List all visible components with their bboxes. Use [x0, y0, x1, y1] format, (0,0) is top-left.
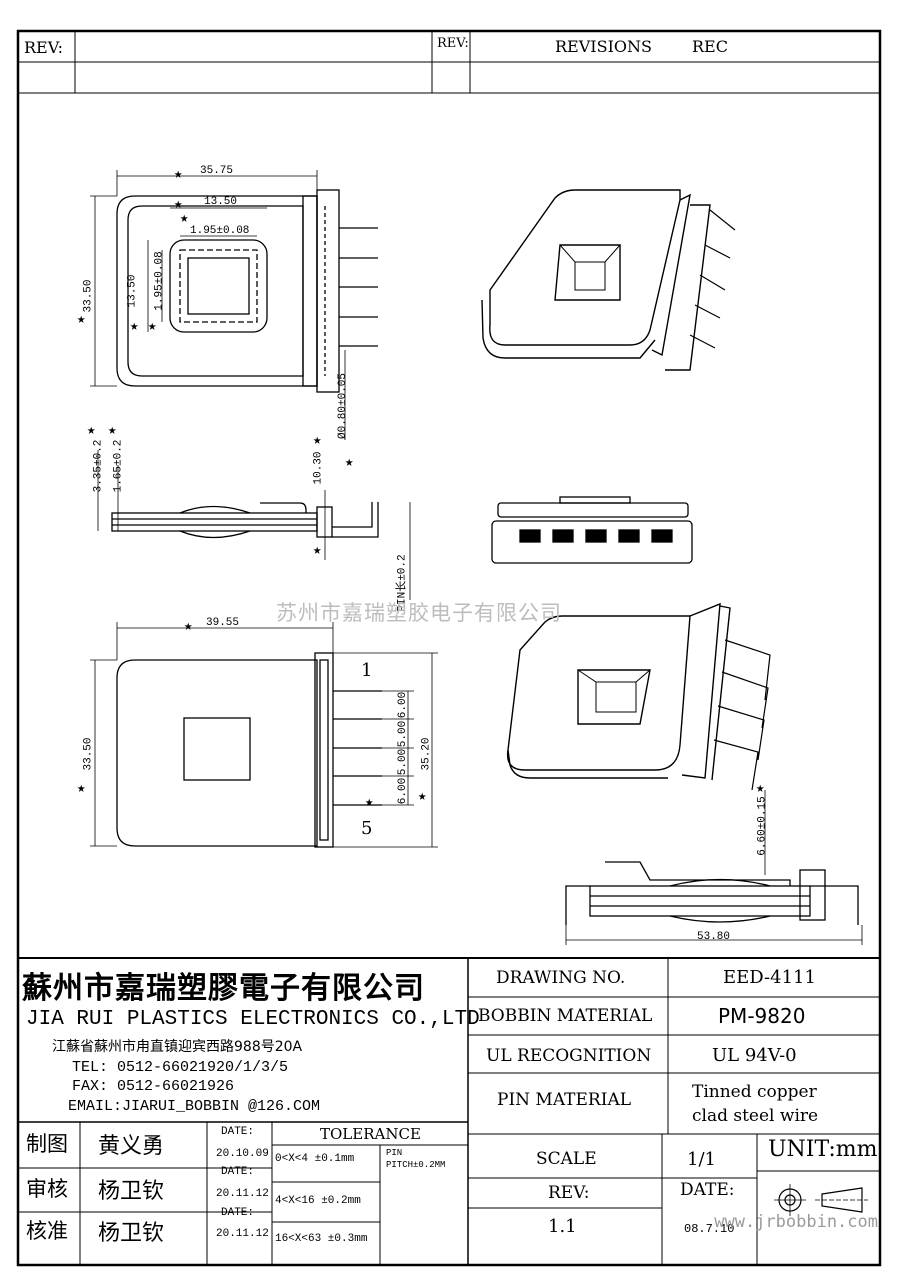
svg-text:★: ★	[345, 454, 354, 470]
dim-height-left: 33.50	[82, 279, 95, 313]
sig-role-approve: 核准	[26, 1219, 68, 1243]
svg-text:★: ★	[418, 788, 427, 804]
front-view	[565, 790, 863, 945]
drawing-no-label: DRAWING NO.	[496, 968, 626, 988]
rev-label-right: REV:	[437, 36, 469, 51]
fax: FAX: 0512-66021926	[72, 1078, 235, 1095]
tel: TEL: 0512-66021920/1/3/5	[72, 1059, 289, 1076]
dim-pitch-3: 5.00	[397, 748, 410, 776]
dim-side-c: 10.30	[312, 451, 325, 485]
dim-inner-height: 13.50	[126, 274, 139, 308]
company-en: JIA RUI PLASTICS ELECTRONICS CO.,LTD	[26, 1008, 480, 1031]
sig-date-approve: 20.11.12	[216, 1228, 269, 1240]
dim-side-b: 1.65±0.2	[112, 439, 125, 493]
email: EMAIL:JIARUI_BOBBIN @126.COM	[68, 1098, 321, 1115]
top-view	[116, 189, 378, 393]
isometric-view-top	[481, 189, 736, 371]
bottom-view	[116, 652, 382, 848]
scale-value: 1/1	[687, 1149, 716, 1170]
svg-text:★: ★	[174, 166, 183, 182]
isometric-view-bottom	[506, 602, 771, 791]
date-value: 08.7.10	[684, 1222, 735, 1236]
svg-text:★: ★	[313, 432, 322, 448]
tol-row-2: 4<X<16 ±0.2mm	[275, 1195, 361, 1207]
dim-pitch-2: 5.00	[397, 720, 410, 748]
dim-overall-height: 35.20	[420, 737, 433, 771]
pin-material-2: clad steel wire	[692, 1106, 819, 1126]
svg-text:★: ★	[756, 780, 765, 796]
rec-label: REC	[692, 37, 728, 56]
dim-tol-a: 1.95±0.08	[190, 225, 250, 237]
sig-name-check: 杨卫钦	[98, 1179, 165, 1204]
sig-date-label-drawn: DATE:	[221, 1126, 255, 1138]
unit-label: UNIT:mm	[768, 1137, 878, 1162]
dim-pin-dia: Ø0.80±0.05	[337, 372, 350, 440]
tol-row-1: 0<X<4 ±0.1mm	[275, 1153, 355, 1165]
drawing-no: EED-4111	[723, 967, 816, 988]
bobbin-material: PM-9820	[718, 1004, 806, 1028]
dim-bottom-height: 33.50	[82, 737, 95, 771]
svg-text:★: ★	[108, 422, 117, 438]
sig-date-check: 20.11.12	[216, 1188, 269, 1200]
dim-side-a: 3.35±0.2	[92, 439, 105, 493]
rev-label-left: REV:	[24, 38, 64, 57]
svg-text:★: ★	[313, 542, 322, 558]
svg-text:★: ★	[130, 318, 139, 334]
svg-text:★: ★	[180, 210, 189, 226]
ul-label: UL RECOGNITION	[486, 1046, 652, 1066]
svg-text:★: ★	[184, 618, 193, 634]
pin-pitch-1: PIN	[386, 1148, 403, 1158]
dim-pitch-4: 6.00	[397, 777, 410, 805]
sig-name-drawn: 黄义勇	[98, 1134, 165, 1159]
pin-pitch-2: PITCH±0.2MM	[386, 1160, 446, 1170]
sig-role-check: 审核	[26, 1177, 68, 1201]
site-watermark: www.jrbobbin.com	[714, 1212, 878, 1232]
rev-value: 1.1	[548, 1216, 577, 1237]
sig-date-label-approve: DATE:	[221, 1207, 255, 1219]
pin-last-label: 5	[361, 818, 373, 839]
company-cn: 蘇州市嘉瑞塑膠電子有限公司	[22, 971, 425, 1006]
end-view	[491, 496, 693, 564]
date-label: DATE:	[680, 1180, 735, 1200]
dim-pitch-1: 6.00	[397, 691, 410, 719]
svg-text:★: ★	[77, 780, 86, 796]
dim-front-width: 53.80	[697, 931, 731, 943]
dim-top-width: 35.75	[200, 165, 234, 177]
pin-first-label: 1	[361, 660, 373, 681]
pin-material-label: PIN MATERIAL	[497, 1090, 632, 1110]
address: 江蘇省蘇州市甪直镇迎宾西路988号20A	[52, 1039, 303, 1055]
tolerance-label: TOLERANCE	[320, 1125, 421, 1143]
revisions-label: REVISIONS	[555, 37, 652, 56]
watermark: 苏州市嘉瑞塑胶电子有限公司	[276, 601, 562, 625]
sig-date-drawn: 20.10.09	[216, 1148, 269, 1160]
ul-value: UL 94V-0	[712, 1045, 797, 1066]
dim-inner-width: 13.50	[204, 196, 238, 208]
svg-text:★: ★	[77, 311, 86, 327]
rev-label: REV:	[548, 1183, 590, 1203]
svg-text:★: ★	[365, 794, 374, 810]
pin-material-1: Tinned copper	[692, 1082, 817, 1102]
sig-role-drawn: 制图	[26, 1132, 68, 1156]
sig-name-approve: 杨卫钦	[98, 1221, 165, 1246]
svg-text:★: ★	[148, 318, 157, 334]
svg-text:★: ★	[87, 422, 96, 438]
scale-label: SCALE	[536, 1149, 597, 1169]
svg-text:★: ★	[174, 196, 183, 212]
sig-date-label-check: DATE:	[221, 1166, 255, 1178]
bobbin-material-label: BOBBIN MATERIAL	[478, 1006, 653, 1026]
dim-tol-b: 1.95±0.08	[153, 251, 166, 311]
dim-bottom-width: 39.55	[206, 617, 240, 629]
tol-row-3: 16<X<63 ±0.3mm	[275, 1233, 368, 1245]
dim-front-height: 6.60±0.15	[756, 796, 769, 856]
side-view	[97, 450, 411, 600]
